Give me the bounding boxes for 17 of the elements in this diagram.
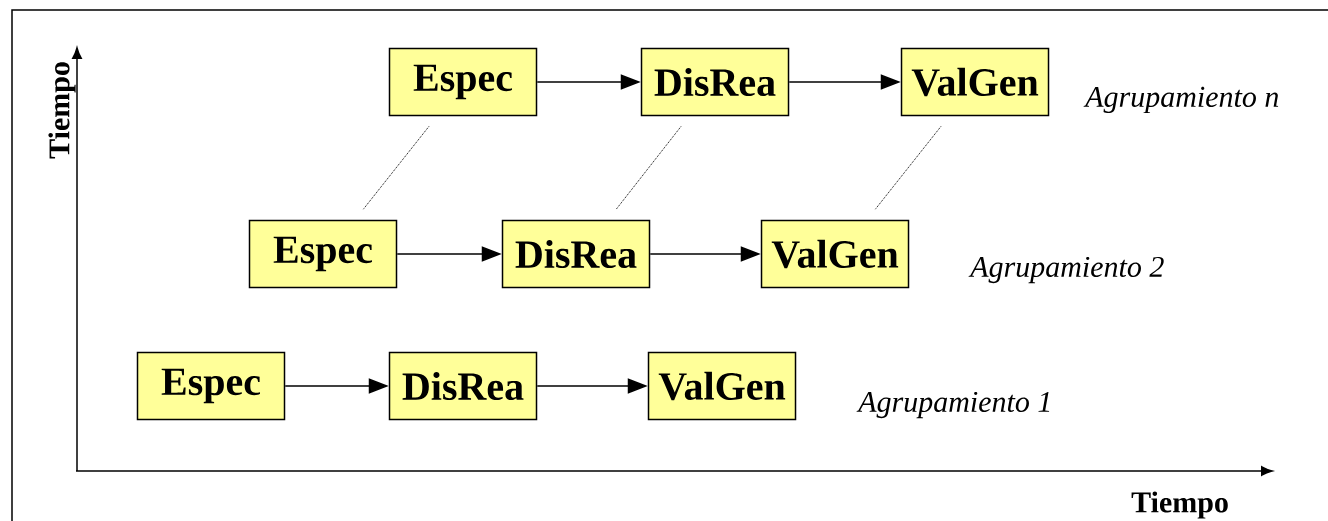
group-label: Agrupamiento n [1083,86,1279,114]
process-box: ValGen [647,351,797,421]
process-box: DisRea [640,47,790,117]
dotted-line [615,126,682,210]
dotted-line [362,125,430,211]
process-box: Espec [248,219,398,289]
process-box: Espec [388,47,538,117]
process-box: DisRea [388,351,538,421]
process-box: ValGen [760,219,910,289]
process-box: Espec [136,351,286,421]
group-label: Agrupamiento 2 [968,256,1164,284]
group-label: Agrupamiento 1 [856,391,1050,419]
process-box: ValGen [900,47,1050,117]
axis-label: Tiempo [48,62,76,159]
dotted-line [874,125,942,211]
axis-label: Tiempo [1131,491,1228,519]
process-box: DisRea [501,219,651,289]
